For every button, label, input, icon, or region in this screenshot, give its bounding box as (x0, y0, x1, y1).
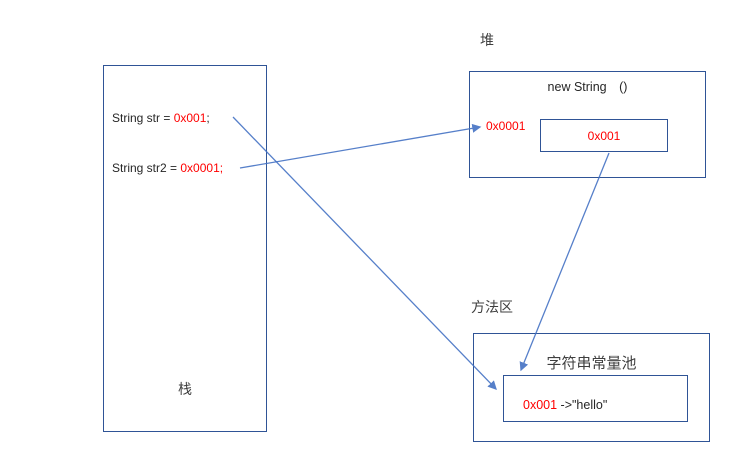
heap-object-value: 0x001 (587, 129, 621, 143)
pool-entry-rest: ->"hello" (557, 398, 608, 412)
arrow-str2-to-heap-ref (239, 123, 482, 169)
stack-str-prefix: String str = (112, 111, 174, 125)
stack-label: 栈 (178, 381, 192, 397)
pool-entry-addr: 0x001 (523, 398, 558, 412)
heap-object-box (540, 119, 668, 152)
heap-label: 堆 (480, 32, 494, 48)
heap-ref-value: 0x0001 (486, 119, 526, 133)
stack-str-suffix: ; (206, 111, 210, 125)
stack-str2-prefix: String str2 = (112, 161, 181, 175)
heap-title: new String () (547, 80, 628, 94)
stack-statement-str: String str = 0x001; (112, 110, 210, 126)
arrow-str-to-pool-entry (232, 116, 497, 390)
stack-str2-value: 0x0001; (180, 161, 224, 175)
method-area-label: 方法区 (471, 299, 513, 315)
string-pool-entry: 0x001 ->"hello" (523, 397, 607, 413)
stack-str-value: 0x001 (173, 111, 207, 125)
string-pool-title: 字符串常量池 (546, 355, 637, 372)
stack-statement-str2: String str2 = 0x0001; (112, 160, 223, 176)
string-pool-entry-box (503, 375, 688, 422)
